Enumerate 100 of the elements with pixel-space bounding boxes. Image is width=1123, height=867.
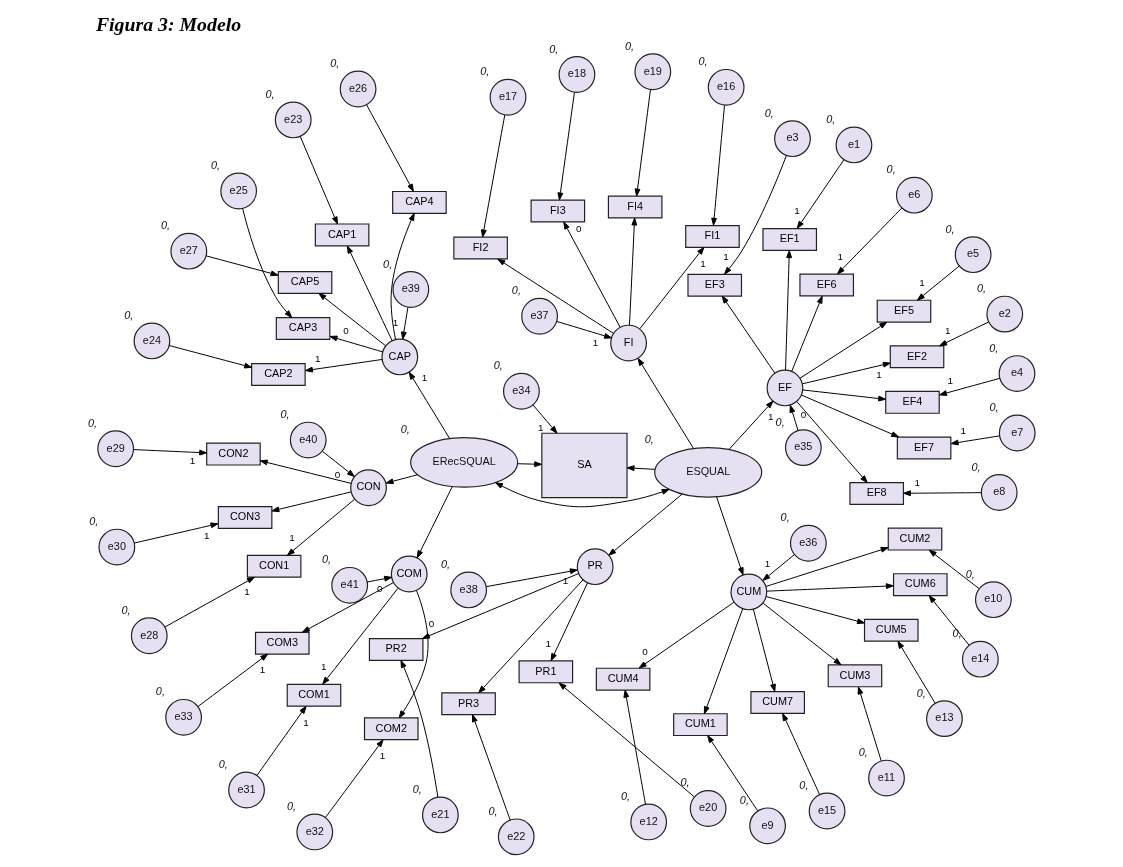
edge-label: 1 (203, 529, 210, 541)
edge-label: 1 (837, 250, 844, 262)
arrow (800, 394, 900, 438)
arrow (242, 208, 293, 318)
edge-label: 0 (343, 324, 349, 336)
node-circle: e37 (521, 297, 558, 335)
node-label: 0, (680, 776, 690, 789)
edge-label: 1 (259, 663, 266, 675)
node-box: CUM6 (892, 573, 948, 597)
node-label: 0, (155, 685, 165, 698)
arrow (782, 713, 821, 796)
node-label: 0, (764, 106, 774, 119)
node-box: EF6 (799, 273, 855, 297)
arrow (765, 596, 865, 625)
node-circle: e25 (220, 172, 258, 210)
node-label: 0, (625, 39, 635, 52)
arrow (557, 91, 575, 201)
edge-label: 0 (576, 223, 582, 235)
arrow (802, 389, 887, 402)
node-circle: e20 (689, 790, 727, 827)
edge-label: 1 (392, 317, 399, 329)
node-label: 0, (330, 56, 340, 69)
arrow (928, 595, 970, 646)
node-label: 0, (799, 779, 809, 792)
node-box: EF7 (896, 436, 952, 460)
node-label: 0, (488, 804, 498, 817)
node-box: COM3 (254, 631, 310, 655)
node-circle: e5 (954, 236, 992, 274)
edge-label: 1 (320, 660, 327, 672)
arrow (390, 212, 415, 340)
node-label: 0, (124, 308, 134, 321)
node-box: EF3 (687, 273, 743, 297)
node-circle: e33 (165, 698, 203, 736)
node-box: FI3 (530, 199, 586, 223)
arrow (322, 450, 355, 477)
node-label: 0, (886, 163, 896, 176)
arrow (626, 465, 656, 472)
node-circle: CAP (381, 338, 419, 376)
node-label: 0, (440, 557, 451, 570)
arrow (608, 493, 683, 556)
edge-label: 1 (421, 372, 428, 384)
edge-label: 1 (914, 476, 920, 488)
node-circle: e21 (421, 796, 459, 834)
node-circle: e23 (274, 101, 312, 139)
arrow (478, 579, 584, 694)
node-circle: e13 (926, 700, 963, 738)
node-box: EF4 (885, 390, 940, 414)
node-label: 0, (549, 42, 559, 55)
node-circle: e40 (289, 421, 327, 459)
node-label: 0, (739, 793, 749, 806)
edge-label: 1 (379, 750, 386, 762)
arrow (765, 546, 889, 587)
arrow (721, 295, 776, 374)
node-circle: e34 (503, 372, 540, 410)
arrow (408, 371, 451, 439)
node-circle: PR (576, 548, 614, 586)
node-label: 0, (161, 219, 171, 232)
arrow (133, 449, 208, 456)
arrow (785, 250, 793, 371)
node-circle: e19 (634, 53, 672, 91)
node-label: 0, (265, 87, 275, 100)
arrow (197, 653, 269, 707)
node-circle: e11 (868, 759, 905, 797)
node-circle: e1 (835, 126, 873, 164)
node-circle: e2 (986, 295, 1024, 333)
node-label: 0, (121, 603, 131, 616)
edge-label: 1 (700, 257, 706, 269)
node-circle: e30 (98, 528, 136, 566)
arrow (752, 608, 776, 692)
arrow (416, 486, 453, 559)
edge-label: 1 (794, 204, 800, 216)
node-label: 0, (321, 553, 332, 566)
arrow (497, 258, 615, 334)
node-box: PR3 (441, 692, 496, 716)
arrow (928, 549, 980, 590)
node-circle: e3 (774, 120, 811, 158)
node-box: CAP4 (392, 190, 447, 214)
edge-label: 1 (314, 352, 321, 364)
arrow (480, 114, 506, 238)
node-label: 0, (989, 401, 999, 414)
node-box: CUM5 (863, 618, 919, 642)
node-label: 0, (383, 257, 393, 270)
node-circle: e10 (974, 581, 1012, 619)
edge-label: 0 (334, 469, 341, 481)
edge-label: 1 (244, 585, 250, 597)
edge-label: 1 (723, 250, 729, 262)
edge-label: 1 (919, 277, 925, 289)
node-box: CAP5 (277, 271, 333, 294)
arrow (707, 735, 759, 812)
node-circle: CUM (730, 573, 768, 611)
node-label: 0, (210, 158, 221, 171)
node-circle: e17 (489, 78, 527, 116)
arrow (724, 155, 787, 275)
arrow (716, 496, 744, 576)
arrow (857, 686, 882, 762)
arrow (711, 104, 725, 226)
arrow (495, 482, 670, 508)
node-box: CON1 (246, 554, 302, 578)
node-circle: e24 (133, 322, 171, 360)
node-label: 0, (287, 799, 297, 812)
